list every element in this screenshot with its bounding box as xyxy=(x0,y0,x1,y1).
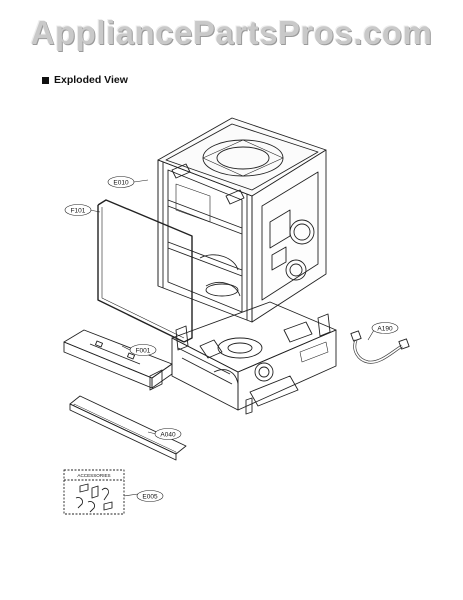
site-watermark: AppliancePartsPros.com xyxy=(30,14,433,51)
base-assembly xyxy=(171,301,337,415)
callout-e005-label: E005 xyxy=(142,493,158,500)
door-gasket-part xyxy=(97,199,193,343)
tub-assembly xyxy=(157,117,327,323)
drain-hose-part xyxy=(350,330,410,364)
section-heading: Exploded View xyxy=(42,74,128,86)
accessories-box xyxy=(63,469,125,515)
callout-a190: A190 xyxy=(371,322,399,334)
bullet-square-icon xyxy=(42,76,49,84)
leader-lines xyxy=(89,179,375,497)
callout-e010: E010 xyxy=(107,176,135,188)
base-bracket-part xyxy=(63,329,173,391)
callout-a190-label: A190 xyxy=(377,325,393,332)
accessories-title: ACCESSORIES xyxy=(77,473,110,478)
callout-f101-label: F101 xyxy=(71,207,86,214)
callout-f001: F001 xyxy=(129,344,157,356)
callout-e010-label: E010 xyxy=(113,179,129,186)
callout-a040-label: A040 xyxy=(160,431,176,438)
kick-plate-part xyxy=(69,395,187,461)
callout-a040: A040 xyxy=(154,428,182,440)
callout-f101: F101 xyxy=(64,204,92,216)
callout-e005: E005 xyxy=(136,490,164,502)
section-title: Exploded View xyxy=(54,74,128,86)
callout-f001-label: F001 xyxy=(136,347,151,354)
